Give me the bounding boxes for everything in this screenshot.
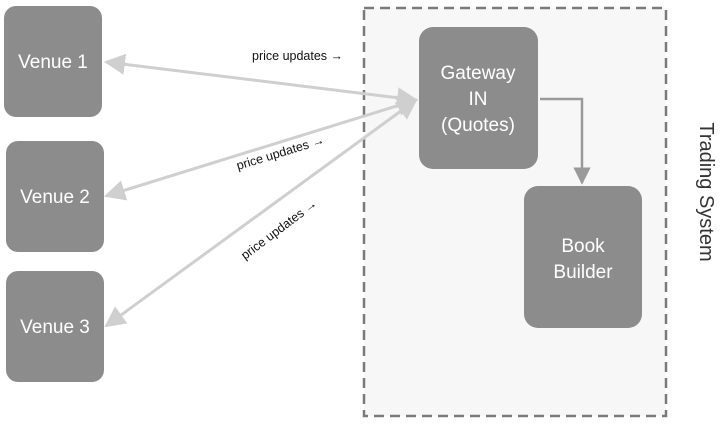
- connector-venue3-gateway: [104, 98, 418, 328]
- venue-2-node: Venue 2: [6, 141, 104, 252]
- connector-venue1-gateway: [103, 53, 419, 109]
- venue-3-node: Venue 3: [6, 271, 104, 382]
- venue-1-label: Venue 1: [18, 52, 88, 73]
- gateway-label-line2: IN: [469, 89, 488, 110]
- gateway-in-node: Gateway IN (Quotes): [419, 27, 538, 169]
- venue-1-node: Venue 1: [4, 6, 102, 117]
- book-builder-label-line2: Builder: [553, 262, 613, 283]
- gateway-label-line1: Gateway: [441, 63, 516, 84]
- book-builder-node: Book Builder: [524, 186, 642, 328]
- book-builder-label-line1: Book: [561, 236, 605, 257]
- venue-3-label: Venue 3: [20, 317, 90, 338]
- edge-label-venue3: price updates →: [238, 196, 319, 262]
- connector-gateway-book-builder: [540, 97, 591, 185]
- gateway-label-line3: (Quotes): [441, 115, 515, 136]
- edge-label-venue1: price updates →: [252, 49, 343, 63]
- trading-system-label: Trading System: [695, 122, 717, 261]
- venue-2-label: Venue 2: [20, 187, 90, 208]
